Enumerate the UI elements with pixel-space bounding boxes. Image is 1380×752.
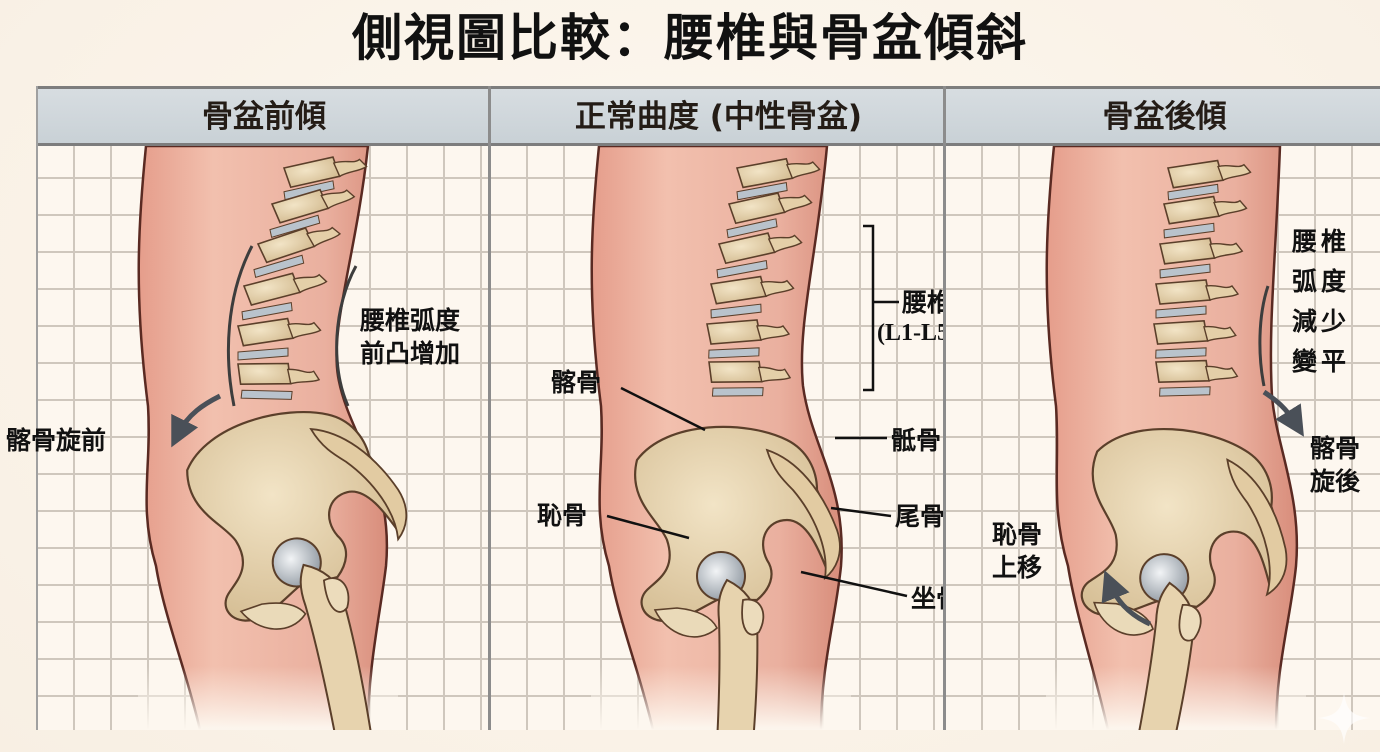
panel-body-anterior-tilt: 腰椎弧度 前凸增加 xyxy=(38,146,490,730)
label-line: 旋後 xyxy=(1310,467,1361,496)
label-lumbar-range: (L1-L5) xyxy=(877,320,946,346)
label-line: 髂骨 xyxy=(1310,434,1361,463)
label-pubis-shift-up: 恥骨 上移 xyxy=(992,518,1042,584)
panel-neutral: 正常曲度 (中性骨盆) xyxy=(488,86,946,730)
pubis-leader xyxy=(606,514,690,540)
panel-header-neutral: 正常曲度 (中性骨盆) xyxy=(491,86,946,146)
ilium-backward-arrow xyxy=(1262,389,1304,437)
coccyx-leader xyxy=(830,506,892,518)
label-line: 腰椎弧度 xyxy=(360,306,461,335)
label-ilium: 髂骨 xyxy=(551,368,602,397)
comparison-frame: 骨盆前傾 xyxy=(36,86,1380,730)
panel-anterior-tilt: 骨盆前傾 xyxy=(36,86,490,730)
label-line: 上移 xyxy=(992,553,1043,582)
leader-lines xyxy=(606,224,908,598)
anterior-tilt-illustration xyxy=(137,146,470,730)
label-ischium: 坐骨 xyxy=(911,584,946,613)
label-line: 恥骨 xyxy=(992,520,1043,549)
sparkle-icon xyxy=(1318,692,1370,744)
label-pubis: 恥骨 xyxy=(537,501,588,530)
label-ilium-rotate-forward: 髂骨旋前 xyxy=(6,426,107,455)
label-sacrum: 骶骨 xyxy=(891,426,942,455)
lumbar-curve-indicator xyxy=(226,245,254,407)
label-lumbar: 腰椎 xyxy=(902,288,946,317)
panel-header-posterior-tilt: 骨盆後傾 xyxy=(946,86,1380,146)
ischium-leader xyxy=(800,570,908,598)
ilium-forward-arrow xyxy=(171,393,222,448)
posterior-tilt-illustration xyxy=(1045,146,1306,730)
lumbar-curve-bracket xyxy=(335,265,358,407)
pubis-upward-arrow xyxy=(1101,570,1152,627)
ilium-leader xyxy=(620,386,706,432)
label-line: 前凸增加 xyxy=(360,339,461,368)
label-lumbar-flatten: 腰椎弧度減少變平 xyxy=(1292,227,1351,376)
panel-posterior-tilt: 骨盆後傾 xyxy=(943,86,1380,730)
panel-body-posterior-tilt: 腰椎弧度減少變平 髂骨 旋後 恥骨 上移 xyxy=(946,146,1380,730)
label-lumbar-curve-increase: 腰椎弧度 前凸增加 xyxy=(360,304,460,370)
lumbar-flatten-indicator xyxy=(1258,285,1270,387)
panel-body-neutral: 腰椎 (L1-L5) 髂骨 骶骨 恥骨 尾骨 坐骨 xyxy=(491,146,946,730)
page-title: 側視圖比較：腰椎與骨盆傾斜 xyxy=(352,9,1028,67)
label-ilium-rotate-back: 髂骨 旋後 xyxy=(1310,432,1360,498)
label-coccyx: 尾骨 xyxy=(895,502,946,531)
lumbar-bracket xyxy=(863,224,899,392)
panel-header-anterior-tilt: 骨盆前傾 xyxy=(38,86,490,146)
neutral-illustration xyxy=(590,146,908,730)
